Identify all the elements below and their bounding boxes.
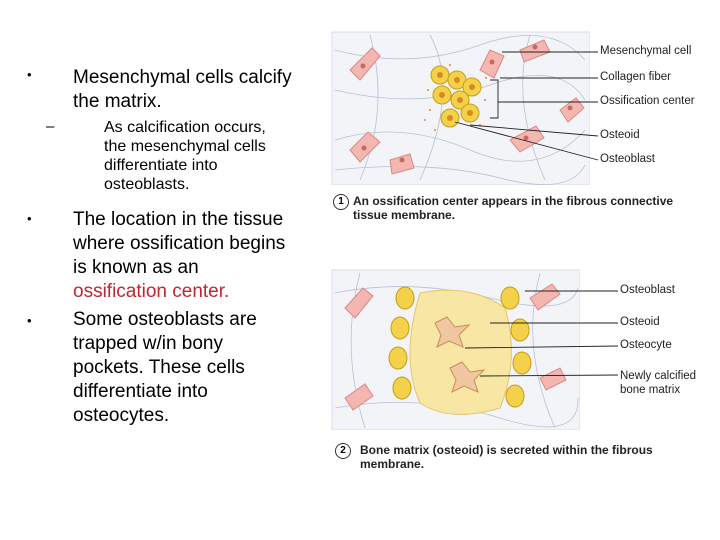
sub-bullet-line: osteoblasts. (104, 176, 190, 193)
highlighted-term: ossification center. (73, 281, 230, 302)
bullet-3-line: Some osteoblasts are (73, 309, 257, 330)
bullet-marker: • (27, 313, 32, 328)
label-osteoblast: Osteoblast (620, 284, 675, 296)
figure-ossification-center: Mesenchymal cell Collagen fiber Ossifica… (330, 30, 720, 230)
sub-bullet-line: differentiate into (104, 157, 218, 174)
figure-1-caption: An ossification center appears in the fi… (353, 194, 673, 222)
label-ossification-center: Ossification center (600, 95, 695, 107)
caption-line: membrane. (360, 457, 425, 471)
label-line: bone matrix (620, 384, 681, 396)
bullet-1-line: Mesenchymal cells calcify (73, 67, 292, 88)
bullet-3-line: pockets. These cells (73, 357, 245, 378)
leader-lines-2 (464, 290, 619, 377)
sub-bullet-marker: – (46, 118, 55, 135)
label-osteoblast: Osteoblast (600, 153, 655, 165)
label-osteocyte: Osteocyte (620, 339, 672, 351)
label-line: Newly calcified (620, 370, 697, 382)
sub-bullet-line: As calcification occurs, (104, 119, 266, 136)
leader-lines-1 (454, 51, 599, 161)
step-number-badge: 1 (333, 194, 349, 210)
bullet-3-line: differentiate into (73, 381, 208, 402)
figure-bone-matrix: Osteoblast Osteoid Osteocyte Newly calci… (330, 268, 720, 483)
caption-line: tissue membrane. (353, 208, 456, 222)
tissue-illustration-2 (331, 269, 580, 430)
tissue-illustration-1 (331, 31, 590, 185)
figure-2-caption: Bone matrix (osteoid) is secreted within… (360, 443, 653, 471)
bullet-marker: • (27, 211, 32, 226)
label-mesenchymal-cell: Mesenchymal cell (600, 45, 692, 57)
caption-line: An ossification center appears in the fi… (353, 194, 674, 208)
bullet-3-text: Some osteoblasts are trapped w/in bony p… (73, 308, 257, 428)
caption-line: Bone matrix (osteoid) is secreted within… (360, 443, 653, 457)
bullet-marker: • (27, 67, 32, 82)
sub-bullet-line: the mesenchymal cells (104, 138, 266, 155)
step-number-badge: 2 (335, 443, 351, 459)
bullet-2-text: The location in the tissue where ossific… (73, 208, 285, 304)
label-collagen-fiber: Collagen fiber (600, 71, 671, 83)
bullet-2-line: is known as an (73, 257, 199, 278)
label-osteoid: Osteoid (600, 129, 640, 141)
bullet-2-line: where ossification begins (73, 233, 286, 254)
sub-bullet-text: As calcification occurs, the mesenchymal… (104, 118, 266, 194)
bullet-1-line: the matrix. (73, 91, 162, 112)
bullet-3-line: osteocytes. (73, 405, 170, 426)
label-newly-calcified-bone-matrix: Newly calcified bone matrix (620, 369, 696, 397)
bullet-2-line: The location in the tissue (73, 209, 284, 230)
bullet-list: • Mesenchymal cells calcify the matrix. … (0, 0, 330, 540)
bullet-3-line: trapped w/in bony (73, 333, 223, 354)
bullet-1-text: Mesenchymal cells calcify the matrix. (73, 66, 292, 114)
label-osteoid: Osteoid (620, 316, 660, 328)
